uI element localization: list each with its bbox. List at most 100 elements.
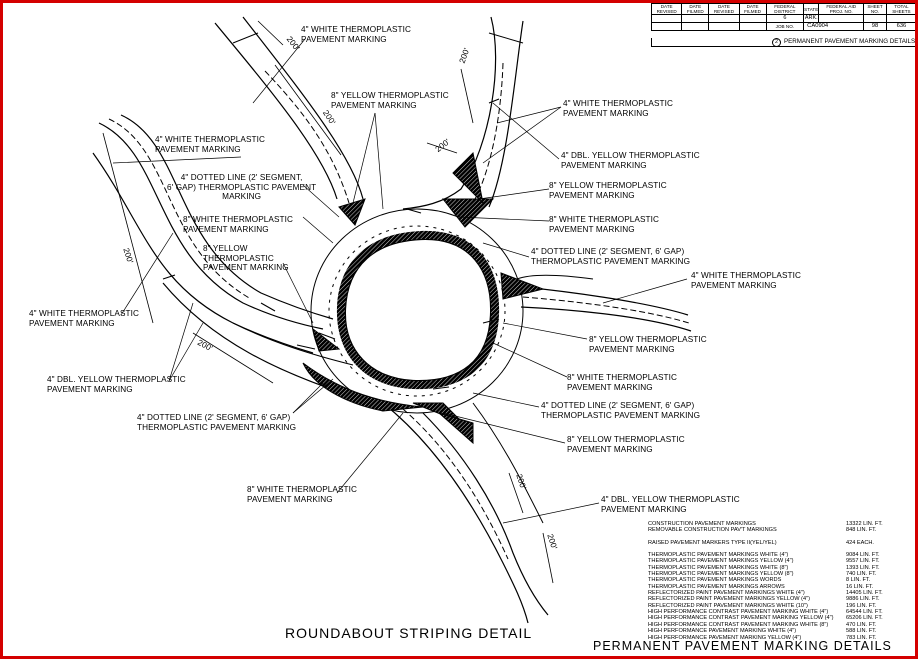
quantity-value: 1393 LIN. FT. <box>846 564 880 571</box>
quantity-value: 65206 LIN. FT. <box>846 615 883 622</box>
splitter-island-n <box>441 198 495 228</box>
quantity-value: 9557 LIN. FT. <box>846 558 880 565</box>
quantity-value: 588 LIN. FT. <box>846 628 877 635</box>
roundabout-drawing <box>92 16 692 624</box>
quantity-item: REFLECTORIZED PAINT PAVEMENT MARKINGS WH… <box>648 590 805 597</box>
tb-header-4: DATE FILMED <box>738 3 767 15</box>
quantity-row: THERMOPLASTIC PAVEMENT MARKINGS ARROWS 16… <box>648 584 898 590</box>
quantity-value: 14405 LIN. FT. <box>846 590 883 597</box>
callout-8in-white-se: 8" WHITE THERMOPLASTIC PAVEMENT MARKING <box>567 373 678 392</box>
callout-dbl-yellow-w: 4" DBL. YELLOW THERMOPLASTIC PAVEMENT MA… <box>47 375 186 394</box>
quantity-item: REFLECTORIZED PAINT PAVEMENT MARKINGS WH… <box>648 602 808 609</box>
quantity-item: THERMOPLASTIC PAVEMENT MARKINGS WHITE (8… <box>648 564 789 571</box>
quantity-value: 848 LIN. FT. <box>846 527 877 534</box>
splitter-island-sw <box>312 327 341 352</box>
sheet-ref-circle: 2 <box>772 38 781 47</box>
quantity-value: 424 EACH. <box>846 539 874 546</box>
quantity-row: HIGH PERFORMANCE CONTRAST PAVEMENT MARKI… <box>648 622 898 628</box>
outer-circulatory-edge <box>310 208 524 414</box>
quantity-item: REFLECTORIZED PAINT PAVEMENT MARKINGS YE… <box>648 596 810 603</box>
callout-dotted-line-e: 4" DOTTED LINE (2' SEGMENT, 6' GAP) THER… <box>531 247 691 266</box>
quantity-value: 8 LIN. FT. <box>846 577 871 584</box>
callout-8in-yellow-s: 8" YELLOW THERMOPLASTIC PAVEMENT MARKING <box>567 435 685 454</box>
quantity-item: HIGH PERFORMANCE CONTRAST PAVEMENT MARKI… <box>648 615 834 622</box>
quantity-item: THERMOPLASTIC PAVEMENT MARKINGS WORDS <box>648 577 782 584</box>
tb-header-3: DATE REVISED <box>708 3 740 15</box>
quantity-row: CONSTRUCTION PAVEMENT MARKINGS 13322 LIN.… <box>648 521 898 527</box>
quantity-value: 740 LIN. FT. <box>846 571 877 578</box>
callout-4in-white-sw: 4" WHITE THERMOPLASTIC PAVEMENT MARKING <box>29 309 140 328</box>
quantity-item: REMOVABLE CONSTRUCTION PAV'T MARKINGS <box>648 527 777 534</box>
callout-8in-yellow-ne: 8" YELLOW THERMOPLASTIC PAVEMENT MARKING <box>549 181 667 200</box>
tb-header-6: STATE <box>803 3 820 15</box>
callout-dotted-line-sw: 4" DOTTED LINE (2' SEGMENT, 6' GAP) THER… <box>137 413 297 432</box>
title-block: DATE REVISED DATE FILMED DATE REVISED DA… <box>650 3 915 47</box>
quantity-item: THERMOPLASTIC PAVEMENT MARKINGS ARROWS <box>648 583 785 590</box>
tb-header-9: TOTAL SHEETS <box>885 3 915 15</box>
callout-dotted-line-se: 4" DOTTED LINE (2' SEGMENT, 6' GAP) THER… <box>541 401 701 420</box>
quantity-row: RAISED PAVEMENT MARKERS TYPE II(YEL/YEL)… <box>648 540 898 546</box>
quantity-summary: CONSTRUCTION PAVEMENT MARKINGS 13322 LIN.… <box>648 521 898 641</box>
callout-8in-yellow-w: 8" YELLOW THERMOPLASTIC PAVEMENT MARKING <box>203 244 289 273</box>
tb-header-7: FEDERAL AID PROJ. NO. <box>818 3 865 15</box>
tb-header-8: SHEET NO. <box>863 3 887 15</box>
quantity-row: THERMOPLASTIC PAVEMENT MARKINGS WHITE (4… <box>648 552 898 558</box>
sheet-footer-title: PERMANENT PAVEMENT MARKING DETAILS <box>593 639 892 653</box>
tb-state: ARK. <box>803 14 820 23</box>
callout-4in-white-nw: 4" WHITE THERMOPLASTIC PAVEMENT MARKING <box>301 25 412 44</box>
quantity-item: HIGH PERFORMANCE CONTRAST PAVEMENT MARKI… <box>648 609 829 616</box>
callout-4in-white-w: 4" WHITE THERMOPLASTIC PAVEMENT MARKING <box>155 135 266 154</box>
quantity-row: REFLECTORIZED PAINT PAVEMENT MARKINGS WH… <box>648 603 898 609</box>
quantity-row: HIGH PERFORMANCE CONTRAST PAVEMENT MARKI… <box>648 609 898 615</box>
callout-8in-white-ne: 8" WHITE THERMOPLASTIC PAVEMENT MARKING <box>549 215 660 234</box>
quantity-value: 9084 LIN. FT. <box>846 552 880 559</box>
quantity-item: HIGH PERFORMANCE PAVEMENT MARKING YELLOW… <box>648 634 802 641</box>
tb-sheet-no: 98 <box>863 22 887 31</box>
splitter-island-nw <box>338 198 366 226</box>
quantity-value: 196 LIN. FT. <box>846 602 877 609</box>
quantity-item: HIGH PERFORMANCE CONTRAST PAVEMENT MARKI… <box>648 621 829 628</box>
quantity-row: HIGH PERFORMANCE PAVEMENT MARKING WHITE … <box>648 628 898 634</box>
sheet-title: PERMANENT PAVEMENT MARKING DETAILS <box>784 38 916 45</box>
quantity-row: THERMOPLASTIC PAVEMENT MARKINGS YELLOW (… <box>648 571 898 577</box>
quantity-item: THERMOPLASTIC PAVEMENT MARKINGS WHITE (4… <box>648 552 789 559</box>
quantity-value: 16 LIN. FT. <box>846 583 874 590</box>
quantity-row: HIGH PERFORMANCE PAVEMENT MARKING YELLOW… <box>648 635 898 641</box>
quantity-row: THERMOPLASTIC PAVEMENT MARKINGS WORDS 8 L… <box>648 577 898 583</box>
quantity-value: 64544 LIN. FT. <box>846 609 883 616</box>
callout-8in-yellow-e: 8" YELLOW THERMOPLASTIC PAVEMENT MARKING <box>589 335 707 354</box>
quantity-value: 470 LIN. FT. <box>846 621 877 628</box>
callout-8in-yellow-nw: 8" YELLOW THERMOPLASTIC PAVEMENT MARKING <box>331 91 449 110</box>
tb-district: 6 <box>765 14 805 23</box>
callout-4in-white-n: 4" WHITE THERMOPLASTIC PAVEMENT MARKING <box>563 99 674 118</box>
circulatory-dotted-line <box>328 225 506 397</box>
callout-8in-white-w: 8" WHITE THERMOPLASTIC PAVEMENT MARKING <box>183 215 294 234</box>
quantity-item: CONSTRUCTION PAVEMENT MARKINGS <box>648 521 756 527</box>
splitter-island-e <box>500 272 545 300</box>
callout-dbl-yellow-s: 4" DBL. YELLOW THERMOPLASTIC PAVEMENT MA… <box>601 495 740 514</box>
tb-job-no: CA0904 <box>803 22 865 31</box>
quantity-value: 783 LIN. FT. <box>846 634 877 641</box>
quantity-row: THERMOPLASTIC PAVEMENT MARKINGS WHITE (8… <box>648 565 898 571</box>
tb-job-label: JOB NO. <box>765 22 805 31</box>
callout-4in-white-e: 4" WHITE THERMOPLASTIC PAVEMENT MARKING <box>691 271 802 290</box>
callout-dotted-line-w: 4" DOTTED LINE (2' SEGMENT, 6' GAP) THER… <box>167 173 317 202</box>
central-island <box>343 237 493 383</box>
quantity-item: HIGH PERFORMANCE PAVEMENT MARKING WHITE … <box>648 628 797 635</box>
tb-total-sheets: 636 <box>885 22 915 31</box>
tb-header-1: DATE REVISED <box>650 3 683 15</box>
quantity-item: THERMOPLASTIC PAVEMENT MARKINGS YELLOW (… <box>648 558 794 565</box>
quantity-value: 13322 LIN. FT. <box>846 521 883 527</box>
quantity-value: 9886 LIN. FT. <box>846 596 880 603</box>
quantity-row: REFLECTORIZED PAINT PAVEMENT MARKINGS WH… <box>648 590 898 596</box>
callout-8in-white-s: 8" WHITE THERMOPLASTIC PAVEMENT MARKING <box>247 485 358 504</box>
quantity-row: REMOVABLE CONSTRUCTION PAV'T MARKINGS 848… <box>648 527 898 533</box>
quantity-row: HIGH PERFORMANCE CONTRAST PAVEMENT MARKI… <box>648 615 898 621</box>
tb-header-2: DATE FILMED <box>681 3 710 15</box>
quantity-row: REFLECTORIZED PAINT PAVEMENT MARKINGS YE… <box>648 596 898 602</box>
tb-header-5: FEDERAL DISTRICT <box>765 3 805 15</box>
callout-dbl-yellow-n: 4" DBL. YELLOW THERMOPLASTIC PAVEMENT MA… <box>561 151 700 170</box>
quantity-row: THERMOPLASTIC PAVEMENT MARKINGS YELLOW (… <box>648 558 898 564</box>
